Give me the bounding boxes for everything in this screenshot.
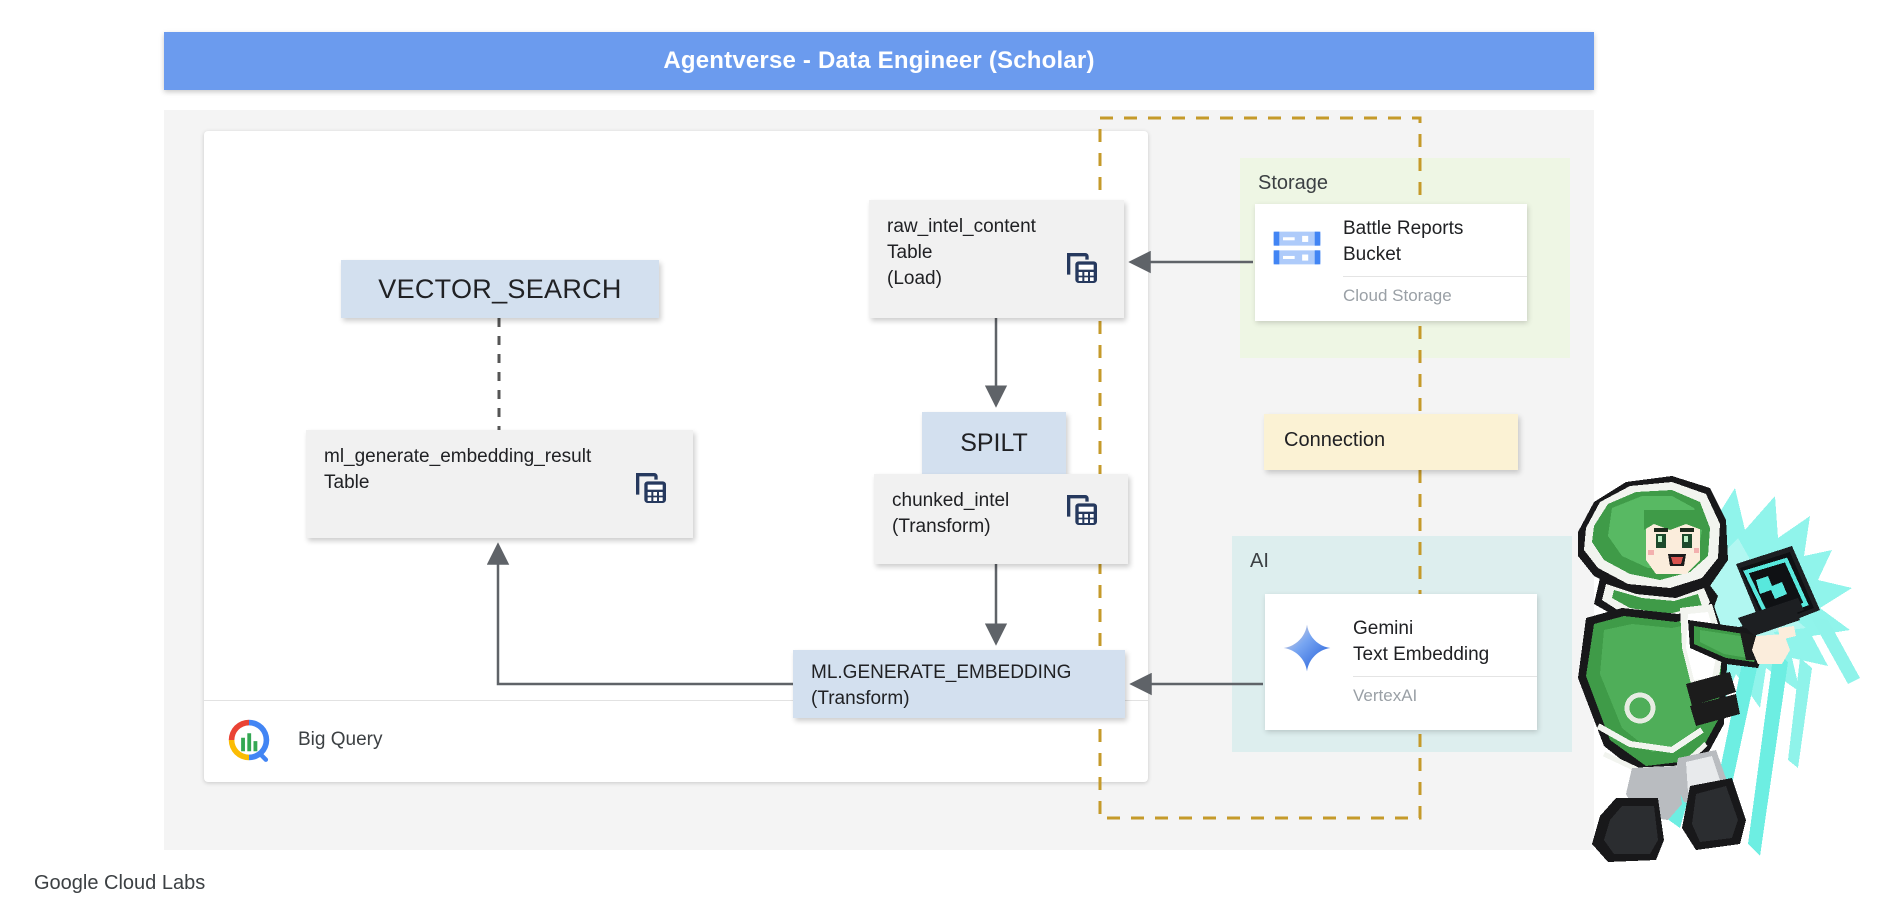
bucket-card-name: Battle Reports Bucket	[1343, 218, 1464, 265]
scholar-sprite	[1578, 476, 1860, 862]
bigquery-footer: Big Query	[222, 713, 382, 767]
node-ml-generate-embedding-result[interactable]: ml_generate_embedding_result Table	[306, 430, 693, 538]
storage-group-title: Storage	[1258, 172, 1329, 194]
bigquery-logo-icon	[222, 713, 276, 767]
node-mlgen-label: ML.GENERATE_EMBEDDING (Transform)	[811, 662, 1072, 709]
node-ml-generate-embedding[interactable]: ML.GENERATE_EMBEDDING (Transform)	[793, 650, 1125, 718]
node-vector-search-label: VECTOR_SEARCH	[378, 274, 622, 304]
title-bar: Agentverse - Data Engineer (Scholar)	[164, 32, 1594, 90]
node-spilt-label: SPILT	[960, 429, 1028, 457]
gemini-card-rule	[1353, 676, 1537, 677]
bigquery-table-icon	[1062, 490, 1102, 538]
bucket-card-rule	[1343, 276, 1527, 277]
bigquery-table-icon	[631, 468, 671, 516]
connection-box[interactable]: Connection	[1264, 414, 1518, 470]
bigquery-label: Big Query	[298, 729, 383, 750]
node-ml-result-label: ml_generate_embedding_result Table	[324, 446, 592, 493]
node-vector-search[interactable]: VECTOR_SEARCH	[341, 260, 659, 318]
spellbook-icon	[1736, 546, 1820, 640]
node-chunked-intel-label: chunked_intel (Transform)	[892, 490, 1010, 537]
node-spilt[interactable]: SPILT	[922, 412, 1066, 474]
bigquery-table-icon	[1062, 248, 1102, 296]
gemini-card-name: Gemini Text Embedding	[1353, 618, 1490, 665]
bucket-card-subtitle: Cloud Storage	[1343, 286, 1452, 305]
cloud-storage-icon	[1269, 220, 1325, 276]
bigquery-panel-divider	[204, 700, 1148, 701]
node-raw-intel-content[interactable]: raw_intel_content Table (Load)	[869, 200, 1124, 318]
page-title: Agentverse - Data Engineer (Scholar)	[663, 47, 1095, 74]
connection-label: Connection	[1284, 429, 1386, 451]
ai-group-title: AI	[1250, 550, 1269, 572]
gemini-spark-icon	[1279, 620, 1335, 676]
service-card-battle-reports-bucket[interactable]: Battle Reports Bucket Cloud Storage	[1255, 204, 1527, 321]
node-chunked-intel[interactable]: chunked_intel (Transform)	[874, 474, 1128, 564]
character-body	[1578, 476, 1796, 862]
gemini-card-subtitle: VertexAI	[1353, 686, 1418, 705]
service-card-gemini-text-embedding[interactable]: Gemini Text Embedding VertexAI	[1265, 594, 1537, 730]
node-raw-intel-label: raw_intel_content Table (Load)	[887, 216, 1036, 289]
footer-text: Google Cloud Labs	[34, 872, 206, 894]
